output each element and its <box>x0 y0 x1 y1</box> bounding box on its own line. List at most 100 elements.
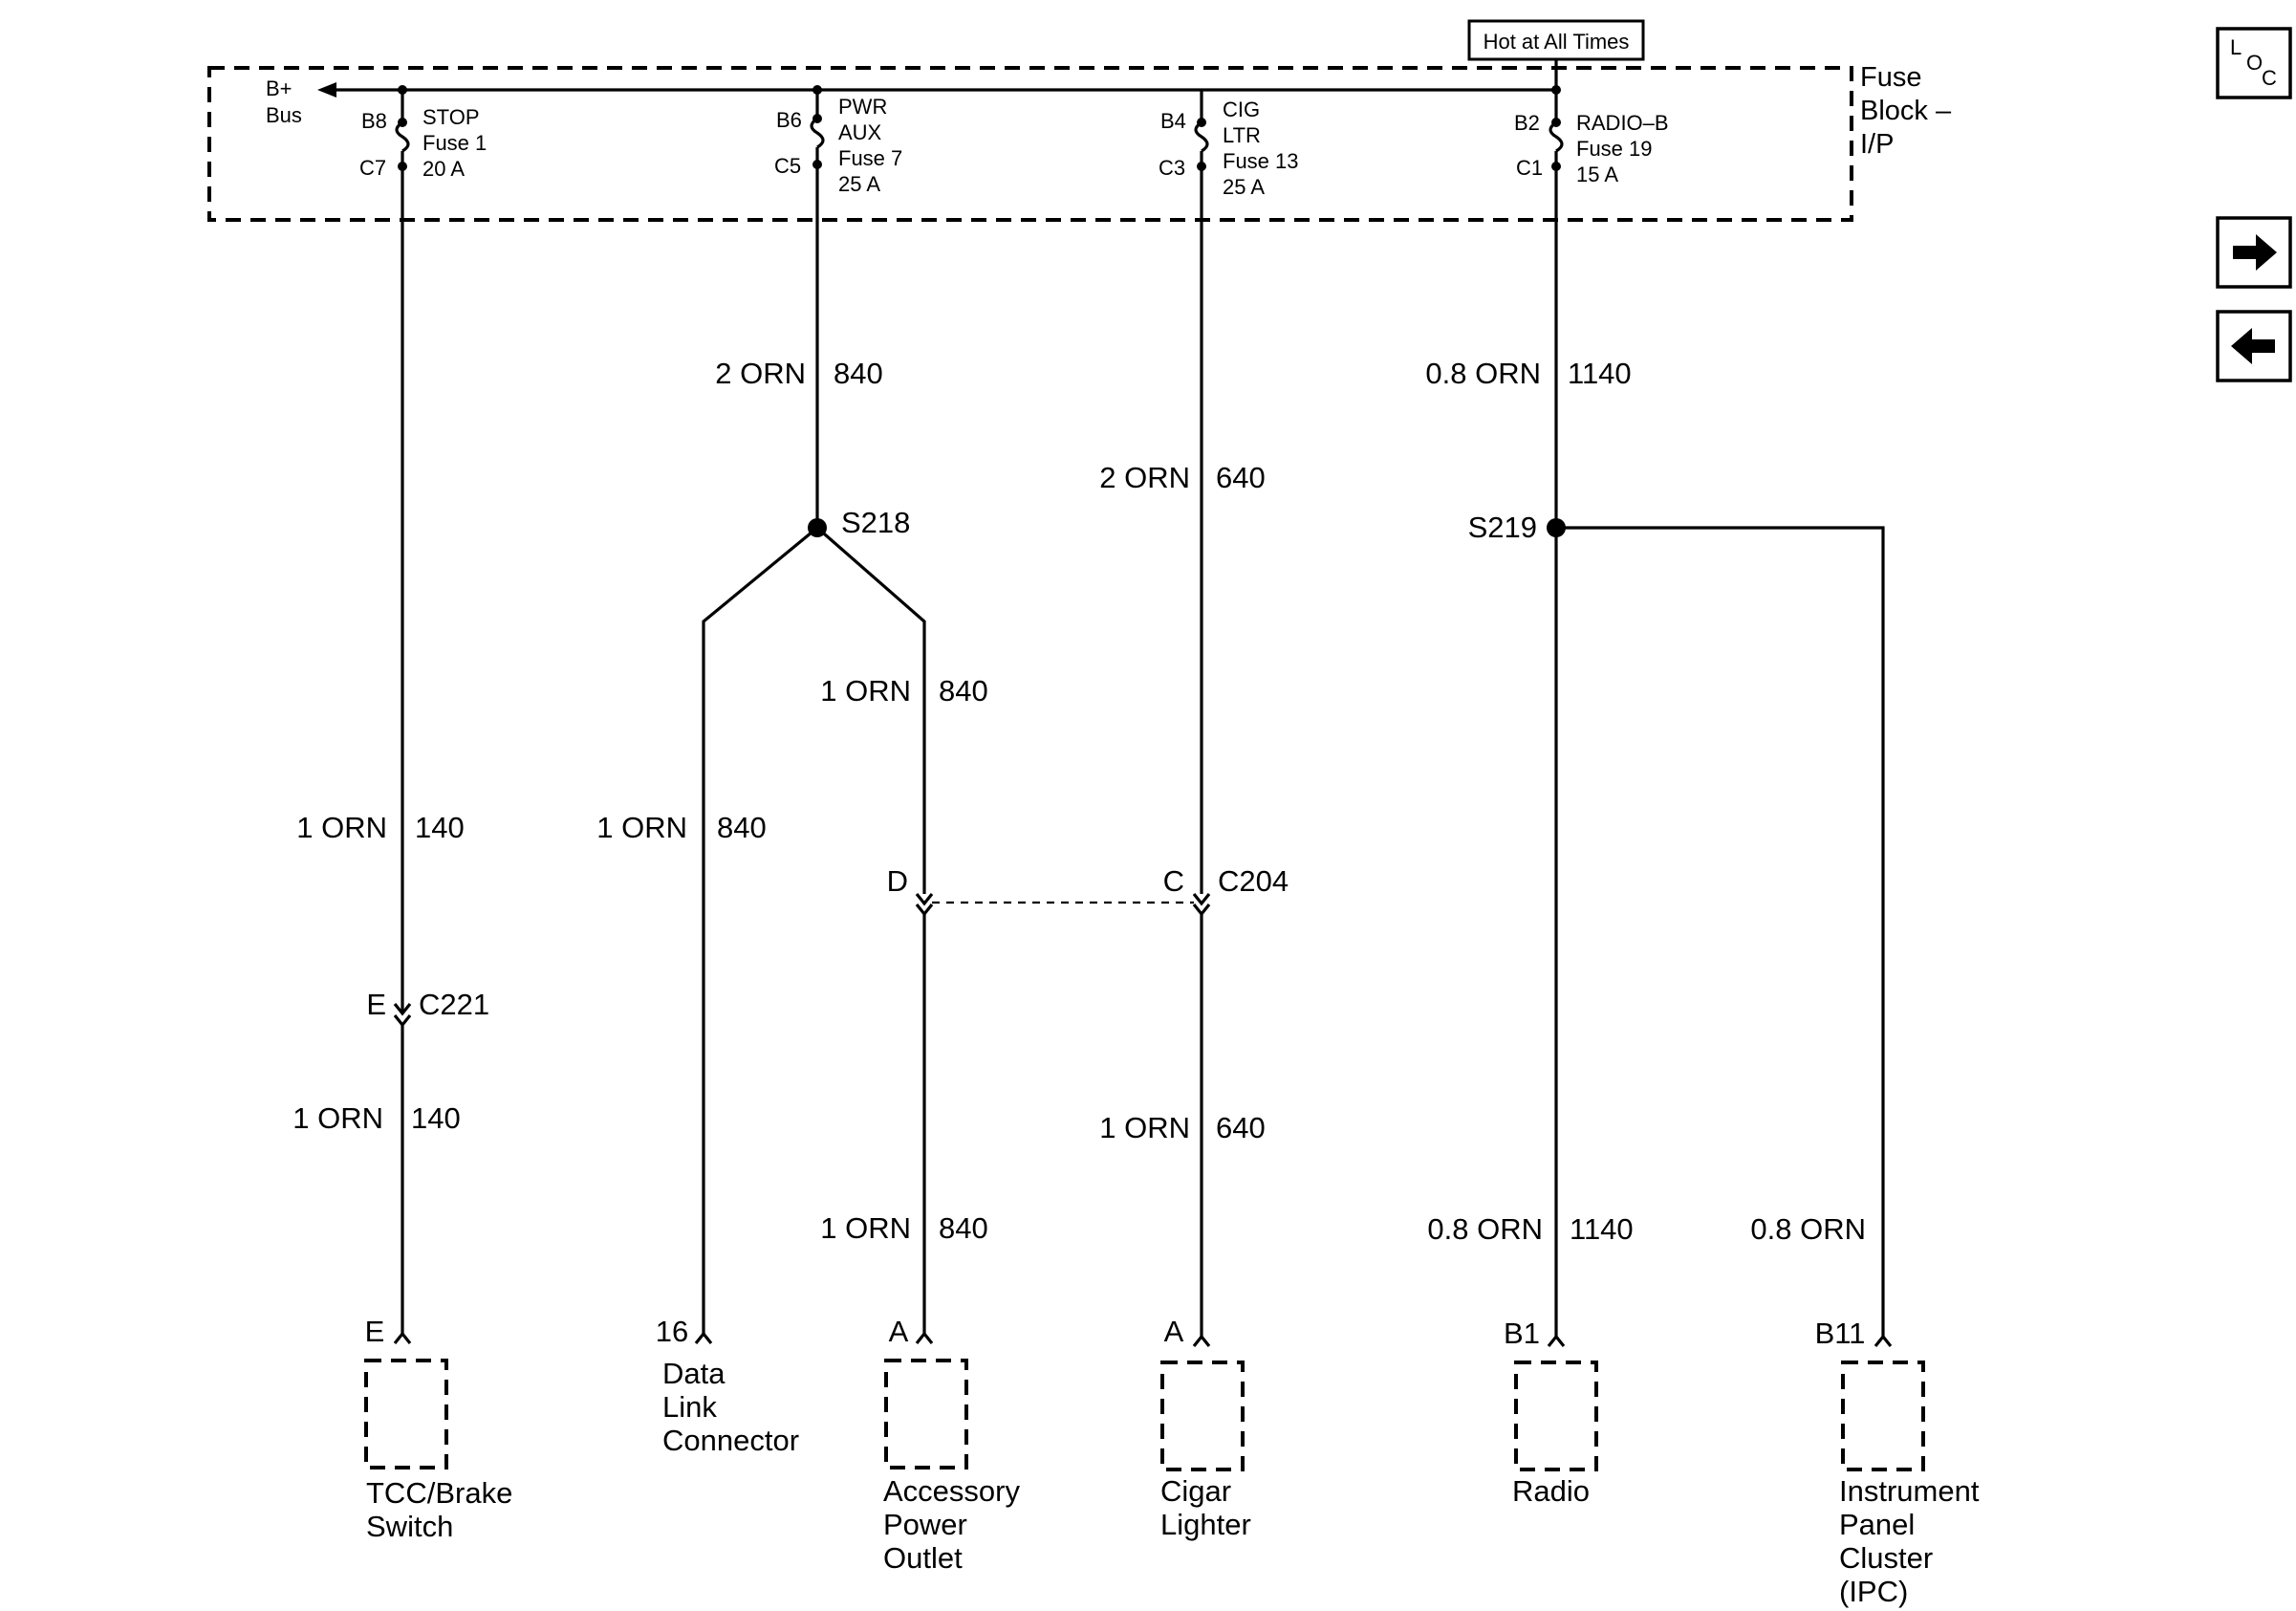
fuse-1-line2: Fuse 1 <box>422 131 487 155</box>
lighter-pin: A <box>1164 1315 1184 1348</box>
w1-lower-size: 1 ORN <box>292 1101 383 1135</box>
w1-upper-size: 1 ORN <box>296 811 387 844</box>
ipc-pin: B11 <box>1815 1317 1866 1350</box>
c204-name: C204 <box>1218 864 1289 898</box>
w4-main-circuit: 1140 <box>1568 357 1632 390</box>
fuse-13-bottom-pin: C3 <box>1159 156 1185 180</box>
c204-c-symbol <box>1192 893 1211 917</box>
radio-name-1: Radio <box>1512 1474 1590 1508</box>
w1-upper-circuit: 140 <box>415 811 465 844</box>
fuse-19-line3: 15 A <box>1576 163 1618 186</box>
fuse-1-top-pin: B8 <box>361 109 387 133</box>
outlet-name-3: Outlet <box>883 1541 963 1575</box>
w3-upper-circuit: 640 <box>1216 461 1266 494</box>
c204-d-symbol <box>915 893 934 917</box>
fuse-7-line4: 25 A <box>838 172 880 196</box>
c204-pin-c: C <box>1163 864 1184 898</box>
svg-text:O: O <box>2246 51 2263 75</box>
w4-main-size: 0.8 ORN <box>1425 357 1541 390</box>
w2-left-size: 1 ORN <box>596 811 687 844</box>
w4-radio-circuit: 1140 <box>1570 1212 1634 1246</box>
fuse-7-top-pin: B6 <box>776 108 802 132</box>
dlc-name-2: Link <box>662 1390 717 1424</box>
fuse-1-line3: 20 A <box>422 157 465 181</box>
fuse-7-bottom-pin: C5 <box>774 154 801 178</box>
w4-ipc-size: 0.8 ORN <box>1750 1212 1866 1246</box>
component-radio: B1 Radio <box>1504 1317 1598 1508</box>
outlet-name-2: Power <box>883 1508 967 1541</box>
ipc-name-4: (IPC) <box>1839 1575 1908 1608</box>
fuse-7-line2: AUX <box>838 120 882 144</box>
fuse-block-title-3: I/P <box>1860 129 1894 160</box>
loc-icon[interactable]: L O C <box>2216 27 2292 99</box>
fuse-1-line1: STOP <box>422 105 480 129</box>
w2-main-size: 2 ORN <box>715 357 806 390</box>
component-data-link-connector: 16 Data Link Connector <box>656 1315 799 1457</box>
dlc-pin-symbol <box>694 1331 713 1344</box>
fuse-block-title-2: Block – <box>1860 96 1952 126</box>
radio-pin: B1 <box>1504 1317 1540 1350</box>
w2-right-lower-circuit: 840 <box>939 1211 988 1245</box>
lighter-name-2: Lighter <box>1160 1508 1251 1541</box>
ipc-name-1: Instrument <box>1839 1474 1980 1508</box>
fuse-19-line2: Fuse 19 <box>1576 137 1653 161</box>
tcc-name-2: Switch <box>366 1510 453 1543</box>
hot-at-all-times-label: Hot at All Times <box>1467 19 1645 61</box>
bus-arrow <box>317 82 336 98</box>
fuse-19: B2 C1 RADIO–B Fuse 19 15 A <box>1514 85 1669 186</box>
component-instrument-panel-cluster: B11 Instrument Panel Cluster (IPC) <box>1815 1317 1980 1608</box>
s218-label: S218 <box>841 506 910 539</box>
c221-pin: E <box>366 988 386 1021</box>
fuse-1-bottom-pin: C7 <box>359 156 386 180</box>
fuse-13-line2: LTR <box>1223 123 1261 147</box>
w1-lower-circuit: 140 <box>411 1101 461 1135</box>
fuse-7-line3: Fuse 7 <box>838 146 902 170</box>
w4-radio-size: 0.8 ORN <box>1427 1212 1543 1246</box>
ipc-name-3: Cluster <box>1839 1541 1933 1575</box>
tcc-pin-symbol <box>393 1331 412 1344</box>
fuse-1: B8 C7 STOP Fuse 1 20 A <box>359 85 487 181</box>
bus-label-1: B+ <box>266 76 292 100</box>
fuse-block-title-1: Fuse <box>1860 62 1921 93</box>
tcc-name-1: TCC/Brake <box>366 1476 512 1510</box>
c204-pin-d: D <box>887 864 908 898</box>
fuse-7-line1: PWR <box>838 95 887 119</box>
left-arrow-icon[interactable] <box>2216 310 2292 382</box>
fuse-19-line1: RADIO–B <box>1576 111 1669 135</box>
w3-lower-circuit: 640 <box>1216 1111 1266 1144</box>
outlet-name-1: Accessory <box>883 1474 1020 1508</box>
lighter-pin-symbol <box>1192 1334 1211 1347</box>
fuse-13-line4: 25 A <box>1223 175 1265 199</box>
circuit-840-outlet-upper <box>815 526 926 894</box>
ipc-name-2: Panel <box>1839 1508 1915 1541</box>
fuse-13-line1: CIG <box>1223 98 1260 121</box>
w2-main-circuit: 840 <box>834 357 883 390</box>
w2-right-lower-size: 1 ORN <box>820 1211 911 1245</box>
fuse-13: B4 C3 CIG LTR Fuse 13 25 A <box>1159 90 1299 199</box>
component-accessory-power-outlet: A Accessory Power Outlet <box>883 1315 1020 1575</box>
circuit-ipc <box>1556 526 1885 1337</box>
component-tcc-brake-switch: E TCC/Brake Switch <box>364 1315 512 1543</box>
w2-left-circuit: 840 <box>717 811 767 844</box>
hot-label-text: Hot at All Times <box>1484 30 1630 54</box>
right-arrow-icon[interactable] <box>2216 216 2292 289</box>
fuse-13-line3: Fuse 13 <box>1223 149 1299 173</box>
lighter-name-1: Cigar <box>1160 1474 1231 1508</box>
dlc-pin: 16 <box>656 1315 688 1348</box>
w2-right-upper-size: 1 ORN <box>820 674 911 708</box>
radio-pin-symbol <box>1547 1334 1566 1347</box>
c221-name: C221 <box>419 988 489 1021</box>
fuse-13-top-pin: B4 <box>1160 109 1186 133</box>
circuit-840-dlc <box>702 526 819 1334</box>
ipc-pin-symbol <box>1874 1334 1893 1347</box>
fuse-19-bottom-pin: C1 <box>1516 156 1543 180</box>
w3-upper-size: 2 ORN <box>1099 461 1190 494</box>
fuse-19-top-pin: B2 <box>1514 111 1540 135</box>
fuse-block-box <box>207 66 1853 222</box>
w2-right-upper-circuit: 840 <box>939 674 988 708</box>
tcc-pin: E <box>365 1315 385 1348</box>
s219-label: S219 <box>1468 511 1537 544</box>
component-cigar-lighter: A Cigar Lighter <box>1160 1315 1251 1541</box>
outlet-pin: A <box>889 1315 909 1348</box>
